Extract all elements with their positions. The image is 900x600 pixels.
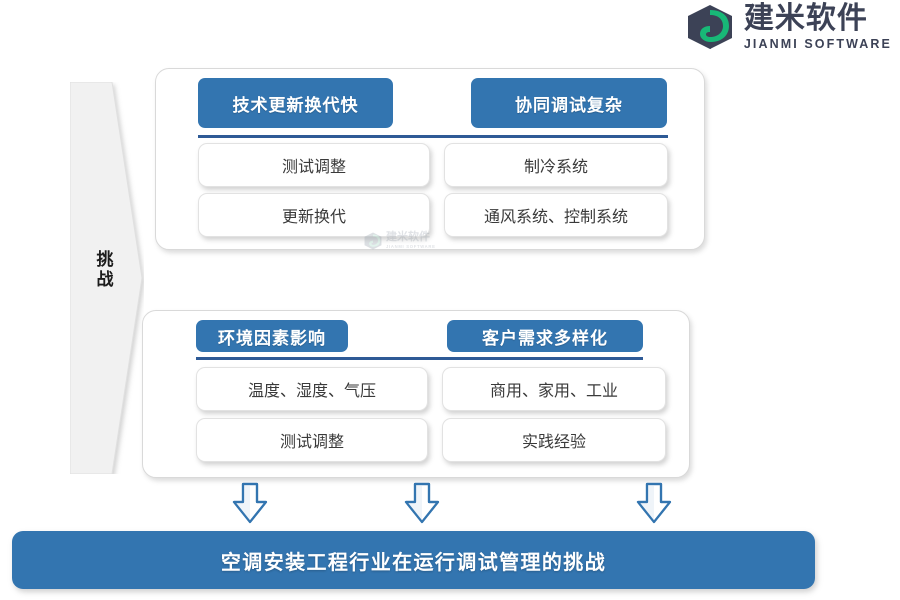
card-top-item-0-1[interactable]: 更新换代 (198, 193, 430, 237)
card-bottom-header-1[interactable]: 客户需求多样化 (447, 320, 643, 352)
card-bottom-item-0-1[interactable]: 测试调整 (196, 418, 428, 462)
card-bottom-item-1-1[interactable]: 实践经验 (442, 418, 666, 462)
brand-logo: 建米软件 JIANMI SOFTWARE (684, 4, 892, 51)
arrow-down-icon-3 (632, 482, 676, 526)
left-chevron-char-2: 战 (96, 270, 114, 291)
card-top: 技术更新换代快 协同调试复杂 测试调整 更新换代 制冷系统 通风系统、控制系统 (155, 68, 705, 250)
card-bottom-header-0[interactable]: 环境因素影响 (196, 320, 348, 352)
brand-name-en: JIANMI SOFTWARE (743, 37, 892, 51)
card-top-item-0-0[interactable]: 测试调整 (198, 143, 430, 187)
bottom-banner[interactable]: 空调安装工程行业在运行调试管理的挑战 (12, 531, 815, 589)
left-chevron-label: 挑战 (94, 250, 116, 290)
card-bottom-divider (196, 357, 643, 360)
arrow-down-icon-2 (400, 482, 444, 526)
card-top-header-0[interactable]: 技术更新换代快 (198, 78, 393, 128)
card-top-item-1-0[interactable]: 制冷系统 (444, 143, 668, 187)
left-chevron-shape: 挑战 (69, 81, 144, 475)
card-top-item-1-1[interactable]: 通风系统、控制系统 (444, 193, 668, 237)
jianmi-hexagon-leaf-icon (687, 5, 732, 50)
chevron-arrow-shape-icon (69, 81, 143, 475)
left-chevron-char-1: 挑 (96, 250, 114, 270)
arrow-down-icon-1 (228, 482, 272, 526)
card-bottom-item-1-0[interactable]: 商用、家用、工业 (442, 367, 666, 411)
brand-name-cn: 建米软件 (743, 1, 868, 36)
card-top-divider (198, 135, 668, 138)
card-bottom: 环境因素影响 客户需求多样化 温度、湿度、气压 测试调整 商用、家用、工业 实践… (142, 310, 690, 478)
card-top-header-1[interactable]: 协同调试复杂 (471, 78, 667, 128)
card-bottom-item-0-0[interactable]: 温度、湿度、气压 (196, 367, 428, 411)
